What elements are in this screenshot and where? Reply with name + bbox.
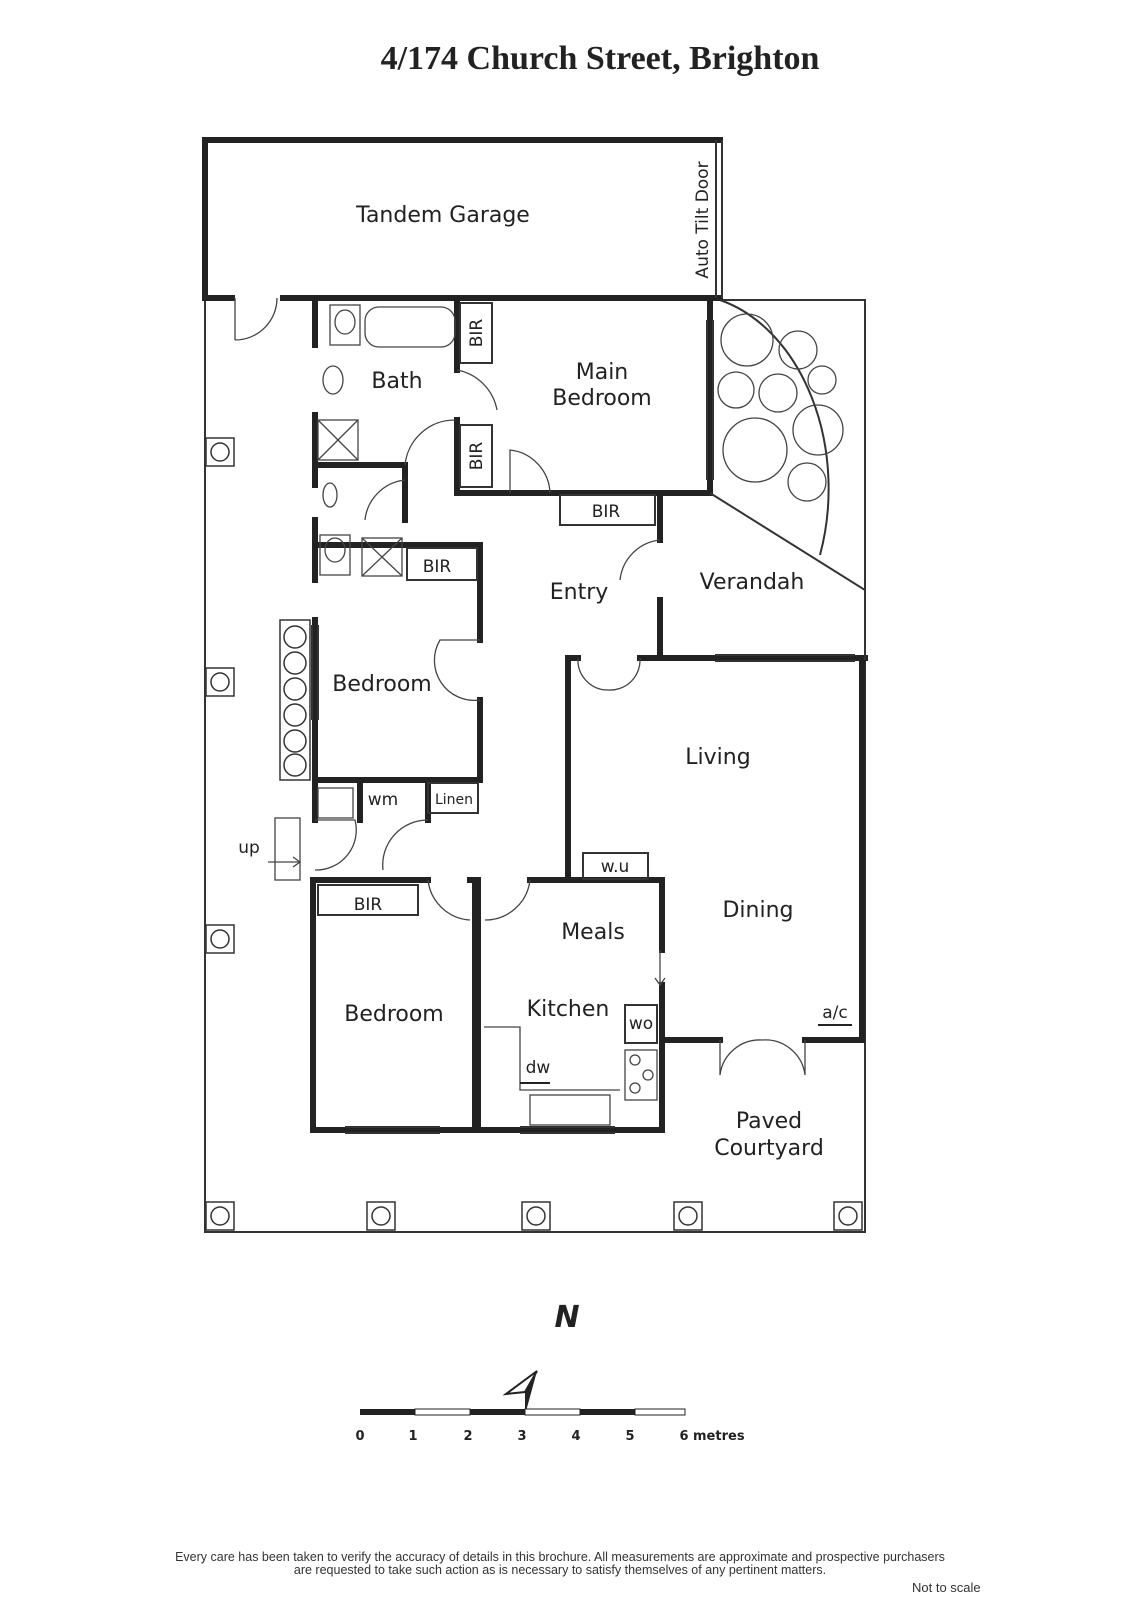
label-bir: BIR: [467, 442, 487, 471]
site-boundary: [204, 299, 866, 1233]
verandah-edge: [709, 492, 866, 660]
page-title: 4/174 Church Street, Brighton: [380, 40, 820, 77]
compass-north-label: N: [554, 1300, 579, 1335]
label-main-bedroom: Main: [576, 360, 629, 385]
label-dining: Dining: [722, 898, 793, 923]
label-wu: w.u: [601, 857, 630, 877]
scale-tick: 6 metres: [679, 1429, 744, 1444]
scale-bar: [360, 1408, 686, 1416]
label-bath: Bath: [371, 369, 422, 394]
scale-tick: 0: [355, 1429, 364, 1444]
scale-tick: 2: [463, 1429, 472, 1444]
label-dw: dw: [526, 1058, 551, 1078]
label-entry: Entry: [550, 580, 609, 605]
disclaimer-line: Every care has been taken to verify the …: [175, 1550, 945, 1564]
label-wo: wo: [629, 1014, 653, 1034]
label-kitchen: Kitchen: [527, 997, 610, 1022]
label-ac: a/c: [822, 1003, 848, 1023]
scale-tick: 1: [408, 1429, 417, 1444]
scale-tick: 3: [517, 1429, 526, 1444]
label-tilt-door: Auto Tilt Door: [693, 161, 713, 278]
label-bir: BIR: [423, 557, 452, 577]
label-courtyard: Paved: [736, 1109, 802, 1134]
walls: [310, 297, 868, 1133]
label-living: Living: [685, 745, 750, 770]
door-swings: [314, 369, 806, 1076]
label-bedroom: Bedroom: [344, 1002, 444, 1027]
not-to-scale-note: Not to scale: [912, 1580, 981, 1595]
label-verandah: Verandah: [700, 570, 805, 595]
label-bir: BIR: [467, 319, 487, 348]
garden-trees: [717, 299, 844, 556]
label-main-bedroom: Bedroom: [552, 386, 652, 411]
disclaimer-line: are requested to take such action as is …: [293, 1563, 827, 1577]
scale-tick: 4: [571, 1429, 580, 1444]
north-arrow-icon: [502, 1370, 538, 1415]
label-bir: BIR: [592, 502, 621, 522]
label-meals: Meals: [561, 920, 625, 945]
planters: [205, 437, 863, 1231]
label-bir: BIR: [354, 895, 383, 915]
label-garage: Tandem Garage: [355, 203, 530, 228]
garage: [202, 137, 723, 341]
windows: [311, 320, 855, 1134]
label-bedroom: Bedroom: [332, 672, 432, 697]
scale-tick: 5: [625, 1429, 634, 1444]
fixtures: [268, 304, 852, 1126]
disclaimer: Every care has been taken to verify the …: [40, 1551, 1080, 1577]
label-wm: wm: [368, 790, 398, 810]
label-up: up: [238, 838, 260, 858]
label-linen: Linen: [435, 792, 473, 808]
label-courtyard: Courtyard: [714, 1136, 824, 1161]
built-in-robes: [317, 302, 658, 1044]
